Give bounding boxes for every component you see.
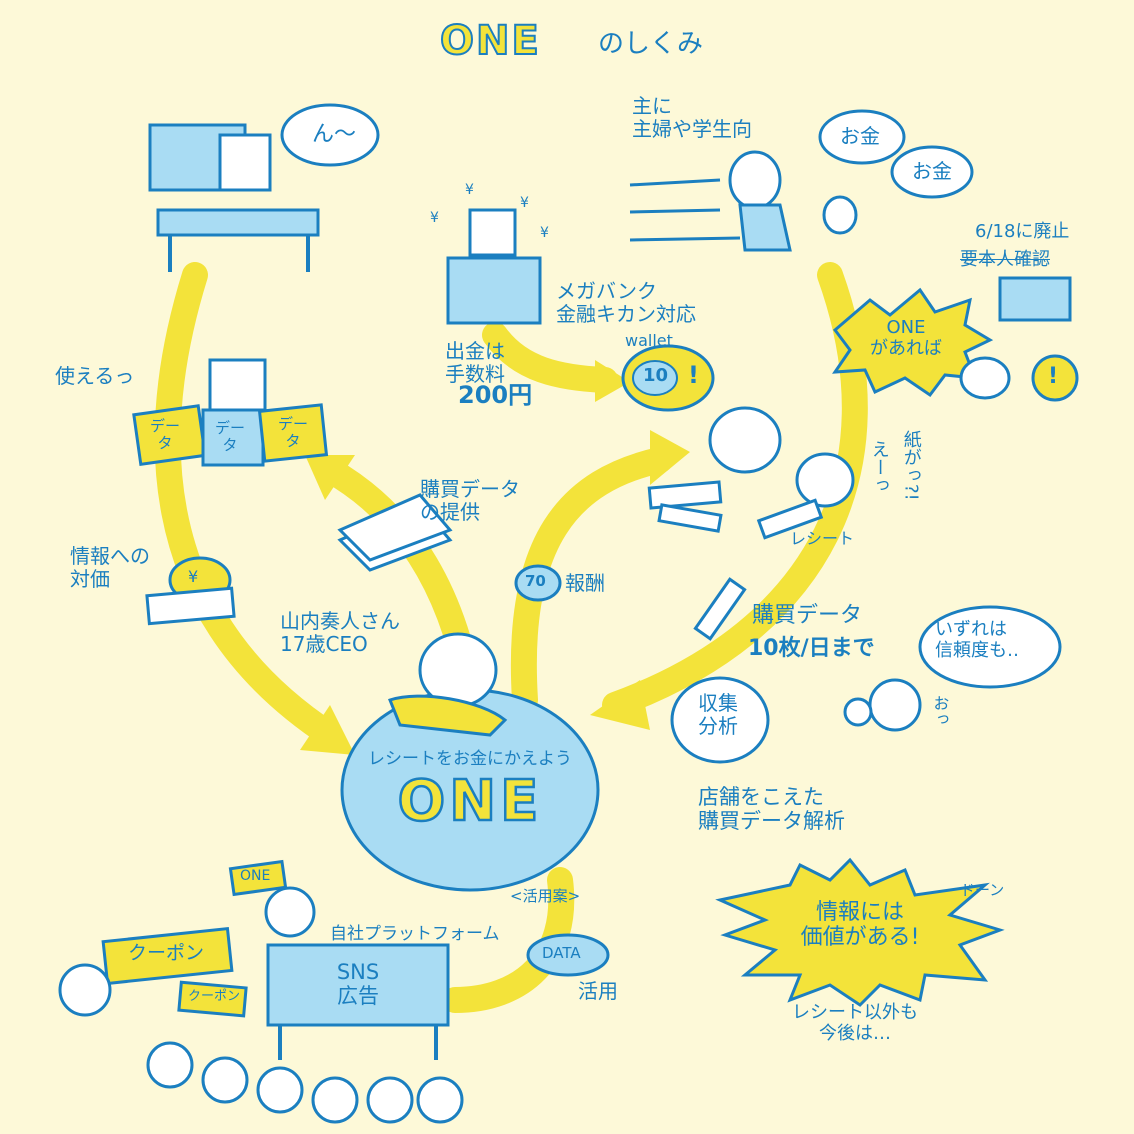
yen-mark: ¥ — [520, 195, 529, 211]
company-thought: ん〜 — [312, 122, 357, 147]
company-person — [218, 133, 272, 192]
if-one-text: ONE があれば — [870, 317, 942, 359]
exclaim-mark: ! — [1048, 364, 1059, 389]
wallet-coin: 10 — [643, 365, 669, 386]
yen-mark: ¥ — [540, 225, 549, 241]
arrow-one-to-phone-users — [510, 447, 673, 713]
cross-store-analysis: 店舗をこえた 購買データ解析 — [698, 785, 845, 834]
target-users-label: 主に 主婦や学生向 — [632, 94, 752, 141]
arrow-company-to-one — [154, 262, 343, 748]
crowd — [146, 1041, 464, 1124]
money-thought-1: お金 — [840, 124, 880, 148]
title-brand: ONE — [439, 17, 541, 65]
bank-vault — [446, 256, 542, 325]
data-paper: デー タ — [278, 415, 309, 451]
abolished-date: 6/18に廃止 — [975, 221, 1070, 242]
sns-board — [266, 943, 450, 1027]
coupon-small: クーポン — [188, 989, 241, 1004]
reward-coin: 70 — [525, 572, 546, 590]
own-platform: 自社プラットフォーム — [330, 924, 500, 944]
purchase-data-stack — [337, 493, 453, 572]
data-paper: デー タ — [215, 419, 246, 455]
eh-reaction: えーっ — [868, 440, 890, 494]
purchase-limit: 10枚/日まで — [748, 636, 875, 661]
abolished-requirement: 要本人確認 — [960, 249, 1050, 270]
paper-reaction: 紙がっ?! — [900, 430, 922, 501]
purchase-limit-label: 購買データ — [752, 603, 863, 628]
one-service-name: ONE — [396, 768, 543, 835]
future-note: レシート以外も 今後は… — [792, 1002, 918, 1044]
coupon-banner: クーポン — [128, 942, 205, 964]
oh-reaction: おっ — [930, 695, 950, 727]
one-tagline: レシートをお金にかえよう — [368, 749, 572, 769]
bank-label: メガバンク 金融キカン対応 — [556, 279, 696, 326]
use-label: 活用 — [578, 979, 618, 1003]
usable-exclaim: 使えるっ — [55, 364, 135, 388]
reward-label: 報酬 — [565, 571, 605, 595]
wallet-exclaim: ! — [688, 361, 699, 389]
arrow-bank-to-wallet — [482, 322, 618, 393]
flag-one: ONE — [240, 868, 271, 884]
yen-mark: ¥ — [465, 182, 474, 198]
data-label: DATA — [542, 944, 581, 962]
title-suffix: のしくみ — [598, 29, 704, 59]
receipt-label: レシート — [790, 529, 855, 548]
yen-mark: ¥ — [188, 567, 199, 586]
money-thought-2: お金 — [912, 159, 952, 183]
value-burst-text: 情報には 価値がある! — [800, 900, 920, 951]
arrow-one-to-sns — [442, 867, 575, 1013]
yen-mark: ¥ — [430, 210, 439, 226]
data-paper: デー タ — [150, 417, 181, 453]
withdrawal-label: 出金は 手数料 — [445, 339, 505, 386]
don-sfx: ドーン — [960, 881, 1005, 899]
sns-ad: SNS 広告 — [336, 960, 380, 1009]
wallet-label: wallet — [625, 331, 673, 350]
collect-analyze: 収集 分析 — [698, 691, 738, 738]
withdrawal-fee: 200円 — [458, 381, 533, 409]
purchase-data-provision: 購買データ の提供 — [420, 477, 520, 524]
value-burst — [715, 857, 1005, 1007]
arrow-heads — [300, 360, 690, 755]
future-trust: いずれは 信頼度も‥ — [935, 619, 1020, 661]
desk — [156, 208, 320, 237]
info-price-label: 情報への 対価 — [70, 544, 150, 591]
ceo-label: 山内奏人さん 17歳CEO — [280, 609, 400, 656]
usage-header: <活用案> — [510, 887, 581, 905]
